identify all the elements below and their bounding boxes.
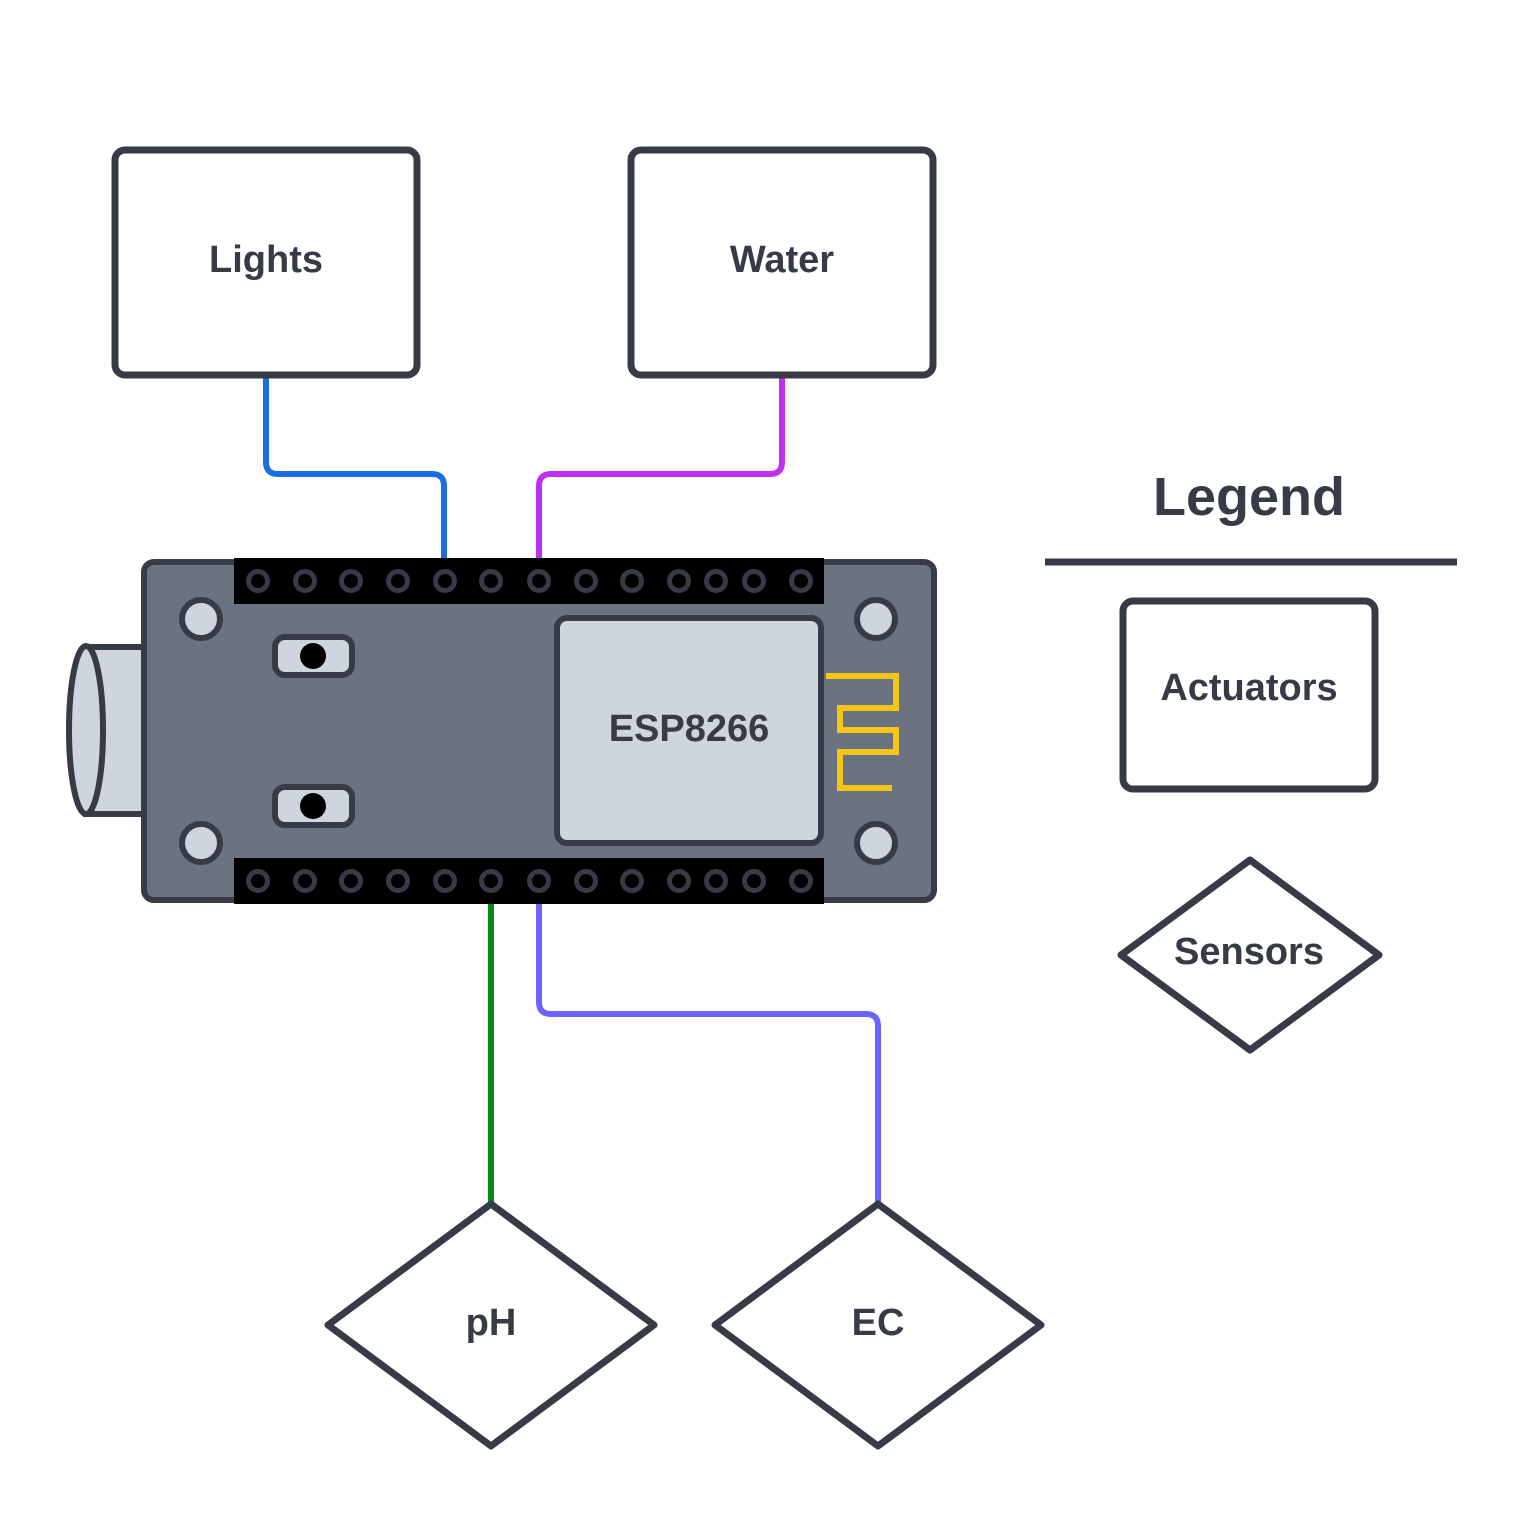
header-pin-bottom-hole [532,874,546,888]
legend-actuators: Actuators [1119,597,1379,793]
sensor-ec: EC [711,1200,1045,1450]
header-pin-bottom-hole [344,874,358,888]
module-label: ESP8266 [609,708,770,750]
actuator-lights: Lights [111,146,421,379]
header-pin-top-hole [344,574,358,588]
legend-actuators-label: Actuators [1160,667,1337,709]
header-pin-bottom-hole [747,874,761,888]
header-pin-top-hole [532,574,546,588]
header-pin-bottom-hole [391,874,405,888]
header-pin-top-hole [298,574,312,588]
wire-water [536,378,785,580]
ph-label: pH [466,1302,517,1344]
header-pin-top-hole [579,574,593,588]
header-pin-bottom-hole [251,874,265,888]
water-label: Water [730,239,834,281]
ec-label: EC [852,1302,905,1344]
wire-lights [263,378,447,580]
header-pin-top-hole [625,574,639,588]
header-pin-bottom-hole [709,874,723,888]
header-pin-top-hole [484,574,498,588]
header-pin-top-hole [251,574,265,588]
header-pin-top-hole [747,574,761,588]
header-pin-bottom-hole [298,874,312,888]
esp8266-module: ESP8266 [554,615,824,846]
flash-button [272,634,355,678]
antenna-icon [826,673,899,791]
lights-label: Lights [209,239,323,281]
mounting-hole [854,821,898,865]
pins-top [246,569,813,593]
header-pin-top-hole [391,574,405,588]
mounting-hole [179,597,223,641]
sensor-ph: pH [324,1200,658,1450]
mounting-hole [179,821,223,865]
legend-title: Legend [1153,467,1345,527]
legend: Legend Actuators Sensors [1045,467,1457,1054]
mounting-hole [854,597,898,641]
legend-sensors: Sensors [1117,856,1383,1054]
pins-bottom [246,869,813,893]
header-pin-top-hole [672,574,686,588]
header-pin-top-hole [709,574,723,588]
wire-ec [536,880,881,1202]
header-pin-bottom-hole [484,874,498,888]
esp8266-board: ESP8266 [66,558,937,904]
header-pin-bottom-hole [579,874,593,888]
reset-button [272,784,355,828]
header-pin-bottom-hole [438,874,452,888]
header-pin-bottom-hole [625,874,639,888]
header-pin-bottom-hole [672,874,686,888]
header-pin-bottom-hole [794,874,808,888]
legend-sensors-label: Sensors [1174,931,1324,973]
header-pin-top-hole [438,574,452,588]
header-pin-top-hole [794,574,808,588]
actuator-water: Water [627,146,937,379]
